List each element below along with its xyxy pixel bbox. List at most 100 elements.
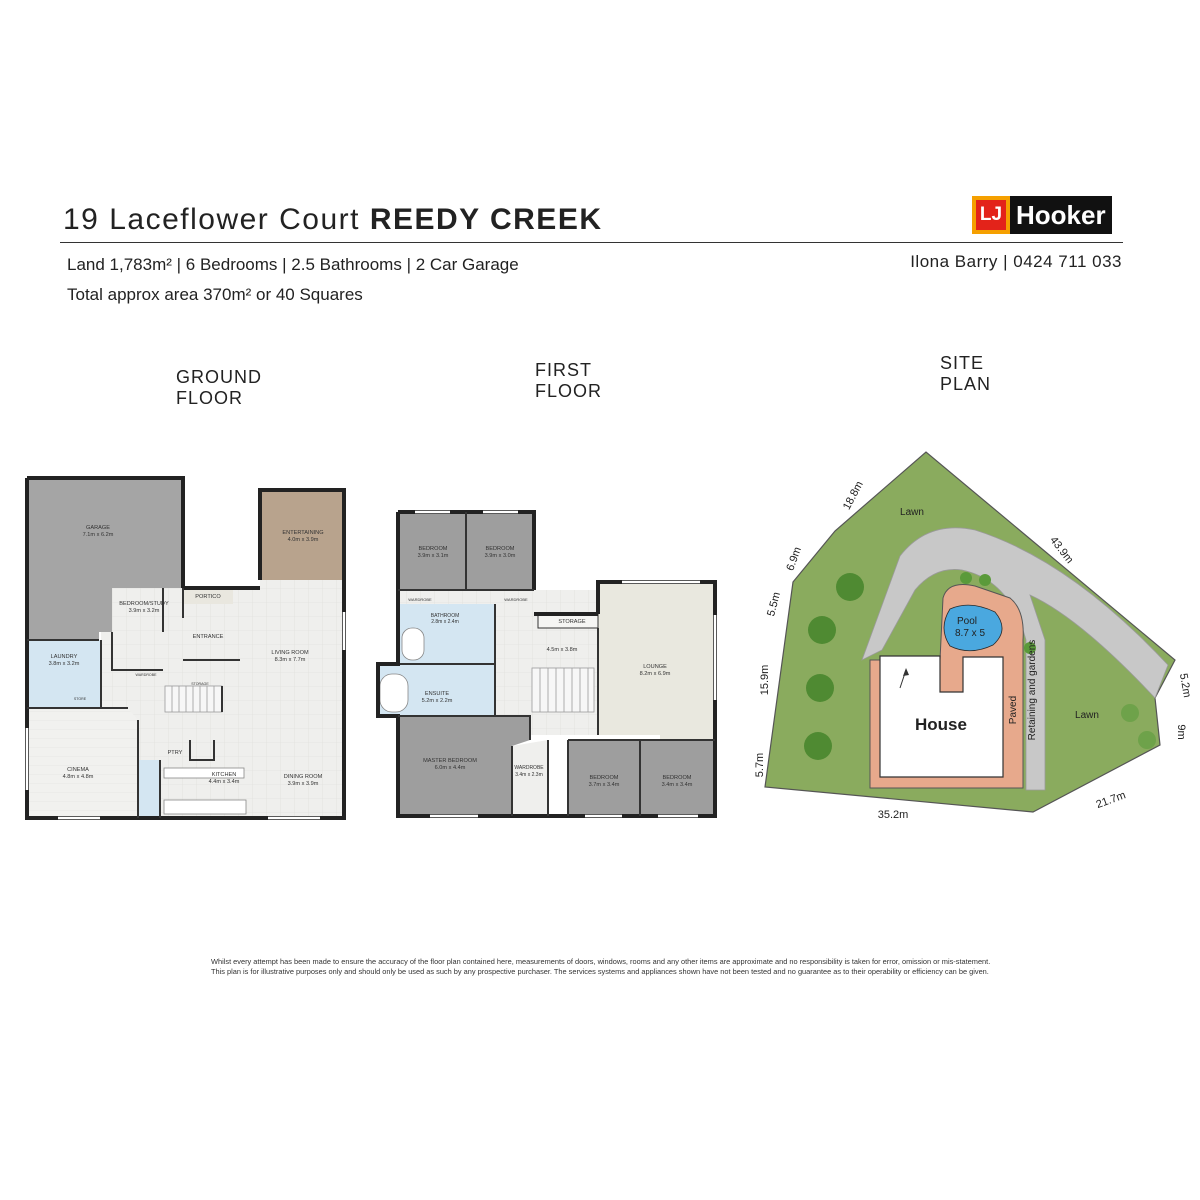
entertaining-area [260,490,344,580]
ground-inner-walls [27,588,240,818]
pool-size: 8.7 x 5 [955,628,985,639]
logo-lj-text: LJ [976,200,1006,230]
ground-title-line2: FLOOR [176,388,244,408]
master-bedroom-label: MASTER BEDROOM [423,758,477,764]
landing-size: 4.5m x 3.8m [547,647,578,653]
lounge-label: LOUNGE [643,664,667,670]
bedroom-3-size: 3.7m x 3.4m [589,782,620,788]
disclaimer-line2: This plan is for illustrative purposes o… [211,967,989,976]
suburb-name: REEDY CREEK [369,203,603,236]
powder-room [138,760,160,818]
ensuite-bathtub [379,673,409,713]
dimension-35-2: 35.2m [878,809,909,821]
tree-icon [808,616,836,644]
master-bedroom-size: 6.0m x 4.4m [435,765,466,771]
north-arrow-icon [899,668,909,689]
house-label: House [915,715,967,734]
kitchen-bench [163,799,247,815]
property-address: 19 Laceflower Court REEDY CREEK [63,203,603,237]
pantry-label: PTRY [168,750,183,756]
entertaining-label: ENTERTAINING [282,530,323,536]
ground-room-labels: GARAGE 7.1m x 6.2m ENTERTAINING 4.0m x 3… [49,525,324,787]
ensuite-size: 5.2m x 2.2m [422,698,453,704]
site-title-line2: PLAN [940,374,992,394]
shrub-icon [1024,642,1036,654]
bedroom-4-size: 3.4m x 3.4m [662,782,693,788]
bedroom-4-area [640,740,715,816]
ground-stairs [164,685,223,713]
walk-in-wardrobe-area [512,740,548,816]
dimension-5-7: 5.7m [754,753,766,777]
bedroom-4-label: BEDROOM [663,775,692,781]
cinema-label: CINEMA [67,767,89,773]
ground-wardrobe-label: WARDROBE [135,673,157,677]
lounge-size: 8.2m x 6.9m [640,671,671,677]
dimension-15-9: 15.9m [759,665,771,696]
laundry-label: LAUNDRY [51,654,78,660]
wardrobe-1-label: WARDROBE [408,597,432,602]
header-divider [60,242,1123,243]
kitchen-label: KITCHEN [212,772,237,778]
driveway [861,527,1169,791]
bedroom-1-label: BEDROOM [419,546,448,552]
portico-area [183,588,233,604]
pool-label: Pool [957,616,977,627]
shrub-icon [1138,731,1156,749]
bedroom-2-area [466,512,534,590]
store-label: STORE [74,697,87,701]
dimension-5-2: 5.2m [1177,672,1193,698]
first-title-line1: FIRST [535,360,592,380]
dimension-9: 9m [1175,724,1187,739]
retaining-label: Retaining and gardens [1027,640,1038,741]
first-inner-walls [398,512,715,816]
disclaimer: Whilst every attempt has been made to en… [211,957,1091,977]
first-floor-plan: BEDROOM 3.9m x 3.1m BEDROOM 3.9m x 3.0m … [376,510,717,818]
first-stairs [531,667,595,713]
shrub-icon [979,574,991,586]
shrub-icon [1121,704,1139,722]
bedroom-study-label: BEDROOM/STUDY [119,601,169,607]
dining-room-label: DINING ROOM [284,774,323,780]
ensuite-label: ENSUITE [425,691,450,697]
lj-hooker-logo: LJ Hooker [972,196,1112,234]
bathroom-size: 2.8m x 2.4m [431,619,459,625]
ground-windows [25,612,346,820]
living-room-label: LIVING ROOM [271,650,309,656]
property-area: Total approx area 370m² or 40 Squares [67,285,363,304]
agent-contact: Ilona Barry | 0424 711 033 [910,252,1122,271]
disclaimer-line1: Whilst every attempt has been made to en… [211,957,991,966]
master-bedroom-area [398,716,530,816]
ground-floor-title: GROUND FLOOR [176,367,262,409]
entertaining-size: 4.0m x 3.9m [288,537,319,543]
living-room-size: 8.3m x 7.7m [275,657,306,663]
bedroom-3-area [568,740,640,816]
pool [943,604,1003,652]
ground-title-line1: GROUND [176,367,262,387]
paved-label: Paved [1008,696,1019,724]
site-labels: Lawn Lawn Pool 8.7 x 5 House Paved Retai… [900,507,1099,740]
walk-in-wardrobe-label: WARDROBE [514,765,544,771]
first-room-labels: BEDROOM 3.9m x 3.1m BEDROOM 3.9m x 3.0m … [408,546,693,788]
entrance-label: ENTRANCE [193,634,224,640]
walk-in-wardrobe-size: 3.4m x 2.3m [515,772,543,778]
tree-icon [806,674,834,702]
logo-hooker-text: Hooker [1010,196,1112,234]
garage-size: 7.1m x 6.2m [83,532,114,538]
kitchen-island [163,767,245,779]
lawn-top-label: Lawn [900,507,924,518]
bedroom-2-label: BEDROOM [486,546,515,552]
dining-room-size: 3.9m x 3.9m [288,781,319,787]
storage-label: STORAGE [191,682,209,686]
bedroom-1-area [398,512,466,590]
garage-label: GARAGE [86,525,110,531]
bathtub [401,627,425,661]
lawn-right-label: Lawn [1075,710,1099,721]
laundry-area [27,640,101,708]
dimension-21-7: 21.7m [1095,789,1128,811]
bathroom-label: BATHROOM [431,613,460,619]
first-storage-label: STORAGE [558,619,586,625]
kitchen-size: 4.4m x 3.4m [209,779,240,785]
bedroom-3-label: BEDROOM [590,775,619,781]
lounge-area [598,582,715,740]
